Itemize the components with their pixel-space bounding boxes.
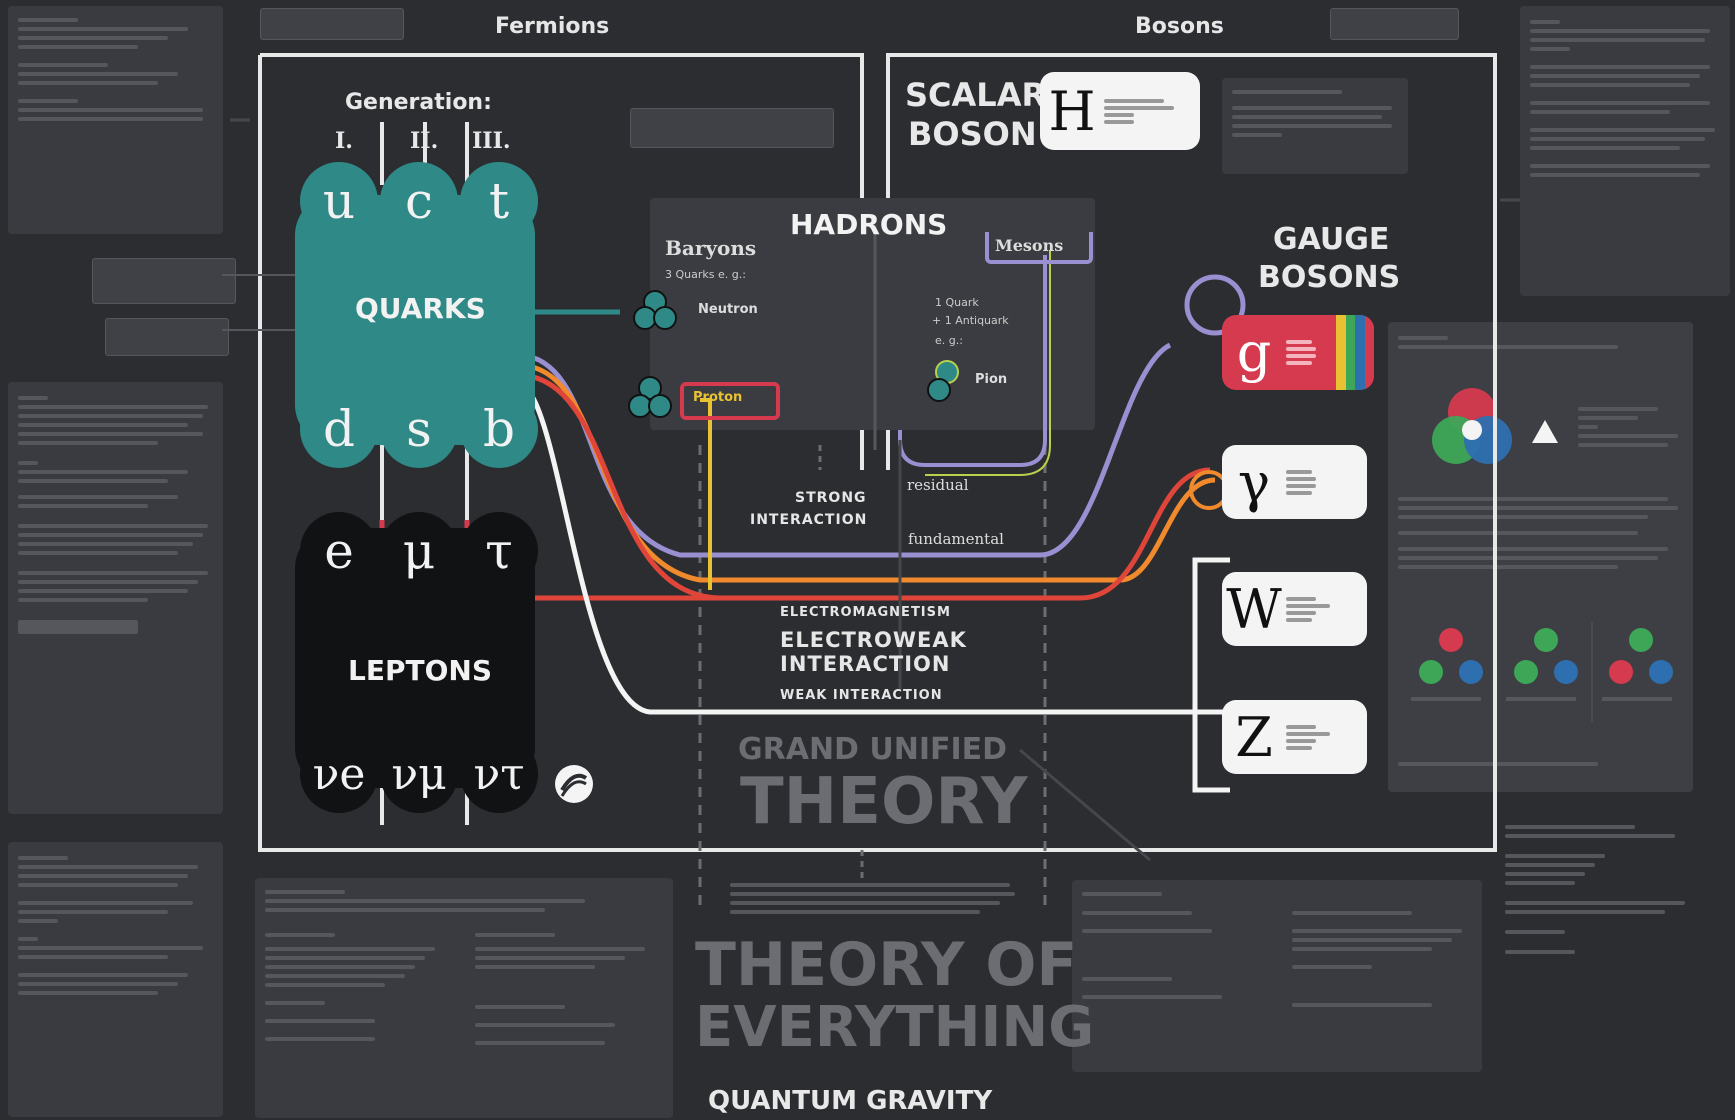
fundamental-label: fundamental <box>908 530 1004 548</box>
strange-quark: s <box>380 390 458 468</box>
gauge-bosons-line2: BOSONS <box>1258 260 1401 295</box>
antimatter-note <box>600 770 682 800</box>
left-panel-middle <box>8 382 223 814</box>
electroweak-line2: INTERACTION <box>780 652 951 676</box>
z-boson-card: Z <box>1222 700 1367 774</box>
top-note-left <box>260 8 404 40</box>
bottom-quark: b <box>460 390 538 468</box>
gut-line1: GRAND UNIFIED <box>738 732 1008 767</box>
quark-note-2 <box>105 318 229 356</box>
baryons-label: Baryons <box>665 236 757 260</box>
higgs-note <box>1222 78 1408 174</box>
mesons-label: Mesons <box>995 236 1064 255</box>
strong-interaction-line2: INTERACTION <box>750 512 868 528</box>
electron-neutrino: νe <box>300 735 378 813</box>
quark-note-1 <box>92 258 236 304</box>
left-panel-top <box>8 6 223 234</box>
neutron-label: Neutron <box>698 302 758 317</box>
mesons-bracket <box>985 232 1093 264</box>
z-boson-symbol: Z <box>1235 705 1273 769</box>
up-quark: u <box>300 162 378 240</box>
photon-symbol: γ <box>1237 450 1271 514</box>
generation-2-label: II. <box>410 128 439 154</box>
pion-label: Pion <box>975 372 1008 387</box>
mesons-detail-2: + 1 Antiquark <box>932 314 1009 327</box>
proton-box <box>680 382 780 420</box>
scalar-boson-line2: BOSON <box>908 115 1037 153</box>
higgs-boson-card: H <box>1040 72 1200 150</box>
right-panel-top <box>1520 6 1730 296</box>
pion-icon <box>927 360 959 402</box>
electron: e <box>300 512 378 590</box>
photon-card: γ <box>1222 445 1367 519</box>
electroweak-line1: ELECTROWEAK <box>780 628 967 652</box>
electroweak-panel <box>255 878 673 1118</box>
left-panel-bottom <box>8 842 223 1117</box>
anticolor-triangle-icon <box>1532 420 1558 443</box>
top-quark: t <box>460 162 538 240</box>
weak-interaction-label: WEAK INTERACTION <box>780 688 943 703</box>
color-charge-diagram <box>1432 388 1512 464</box>
quantum-gravity-label: QUANTUM GRAVITY <box>708 1086 993 1116</box>
fermions-heading: Fermions <box>495 14 610 39</box>
gluon-card: g <box>1222 315 1374 390</box>
mesons-detail-3: e. g.: <box>935 334 963 347</box>
gluon-color-stripes <box>1336 315 1374 390</box>
hadrons-title: HADRONS <box>790 208 948 241</box>
w-boson-card: W <box>1222 572 1367 646</box>
gluon-color-examples <box>1411 622 1673 722</box>
scalar-boson-line1: SCALAR <box>905 76 1047 114</box>
gauge-bosons-line1: GAUGE <box>1273 222 1390 257</box>
leptons-label: LEPTONS <box>348 654 492 687</box>
electromagnetism-label: ELECTROMAGNETISM <box>780 605 951 620</box>
hadrons-note <box>630 108 834 148</box>
top-note-right <box>1330 8 1459 40</box>
quarks-label: QUARKS <box>355 292 486 325</box>
residual-label: residual <box>907 476 969 494</box>
toe-note <box>720 878 1020 919</box>
muon: μ <box>380 512 458 590</box>
mesons-detail-1: 1 Quark <box>935 296 979 309</box>
strong-interaction-panel <box>1072 880 1482 1072</box>
generation-3-label: III. <box>472 128 511 154</box>
strong-interaction-line1: STRONG <box>795 490 867 506</box>
toe-line1: THEORY OF <box>695 930 1078 1000</box>
right-bottom-notes <box>1505 820 1720 959</box>
tau-neutrino: ντ <box>460 735 538 813</box>
w-boson-symbol: W <box>1226 577 1282 641</box>
tau: τ <box>460 512 538 590</box>
charm-quark: c <box>380 162 458 240</box>
higgs-symbol: H <box>1048 79 1096 143</box>
down-quark: d <box>300 390 378 468</box>
antimatter-icon <box>555 765 593 803</box>
muon-neutrino: νμ <box>380 735 458 813</box>
generation-title: Generation: <box>345 90 492 115</box>
proton-icon <box>628 376 672 418</box>
toe-line2: EVERYTHING <box>695 995 1095 1060</box>
proton-label: Proton <box>693 390 743 405</box>
generation-1-label: I. <box>335 128 353 154</box>
baryons-example: 3 Quarks e. g.: <box>665 268 746 281</box>
gluon-symbol: g <box>1236 321 1272 384</box>
color-charge-panel <box>1388 322 1693 792</box>
gut-line2: THEORY <box>740 765 1028 839</box>
bosons-heading: Bosons <box>1135 14 1224 39</box>
neutron-icon <box>633 290 677 330</box>
